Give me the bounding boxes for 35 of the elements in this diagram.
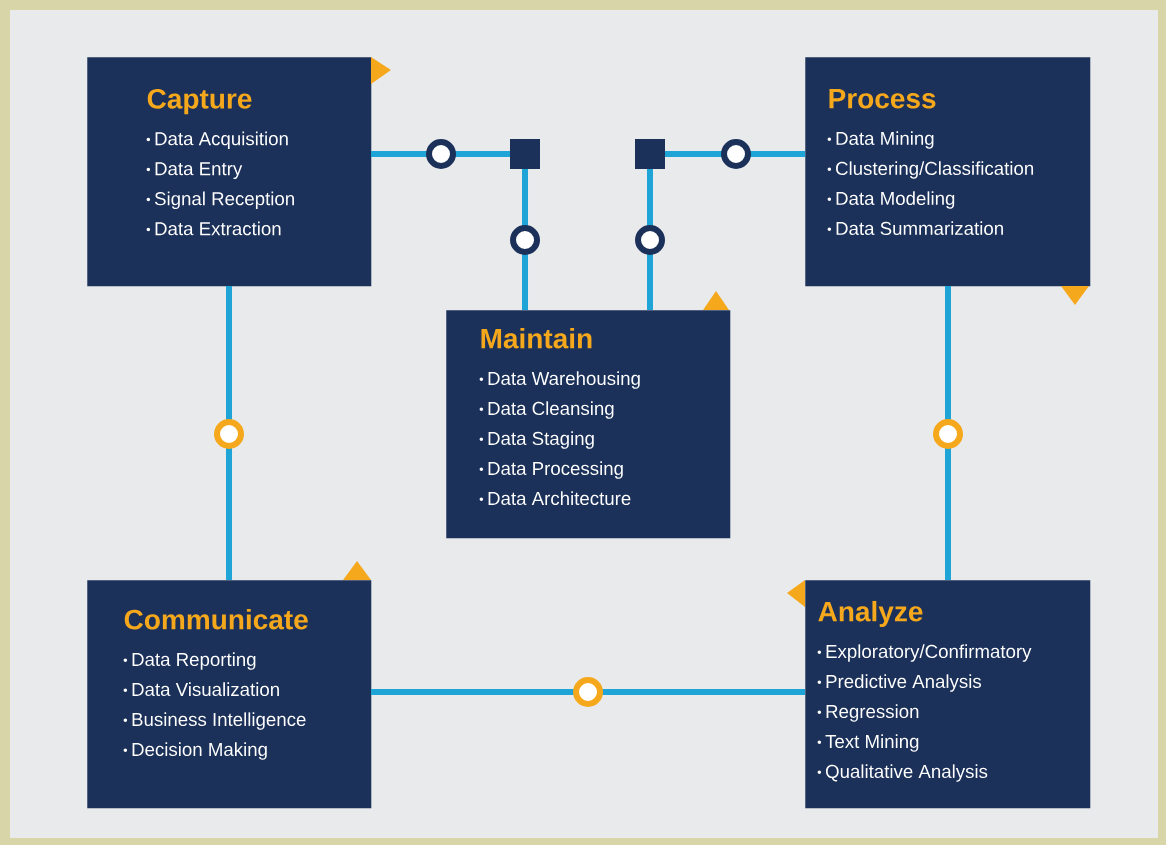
bullet-item: Signal Reception <box>146 191 294 209</box>
bullet-item: Data Processing <box>479 461 623 479</box>
connector <box>933 286 963 580</box>
process-box <box>87 580 372 809</box>
bullet-item: Regression <box>817 704 919 722</box>
bullet-item: Data Warehousing <box>479 371 640 389</box>
box-title: Capture <box>147 88 252 115</box>
bullet-item: Data Visualization <box>123 682 279 697</box>
bullet-item: Data Acquisition <box>146 131 288 149</box>
bullet-item: Decision Making <box>123 742 267 760</box>
bullet-item: Data Extraction <box>146 221 281 236</box>
bullet-item: Text Mining <box>817 734 919 752</box>
process-box <box>805 57 1091 287</box>
bullet-item: Data Reporting <box>123 652 256 670</box>
box-title: Analyze <box>818 600 923 628</box>
bullet-item: Data Summarization <box>827 221 1003 236</box>
bullet-item: Data Staging <box>479 431 594 449</box>
box-title: Maintain <box>481 327 592 349</box>
bullet-item: Predictive Analysis <box>817 674 981 692</box>
process-box <box>87 57 372 287</box>
bullet-item: Data Entry <box>146 162 243 179</box>
process-box <box>805 580 1091 809</box>
bullet-item: Data Cleansing <box>479 401 614 419</box>
bullet-item: Qualitative Analysis <box>817 764 988 782</box>
bullet-item: Data Architecture <box>479 491 631 506</box>
bullet-item: Data Mining <box>827 131 934 149</box>
bullet-item: Exploratory/Confirmatory <box>817 644 1032 662</box>
bullet-item: Clustering/Classification <box>827 161 1034 179</box>
box-title: Communicate <box>124 608 308 630</box>
process-box <box>446 310 731 539</box>
bullet-item: Data Modeling <box>827 191 955 209</box>
connector <box>371 139 540 310</box>
box-title: Process <box>829 88 936 109</box>
bullet-item: Business Intelligence <box>123 712 306 730</box>
connector <box>214 286 244 580</box>
